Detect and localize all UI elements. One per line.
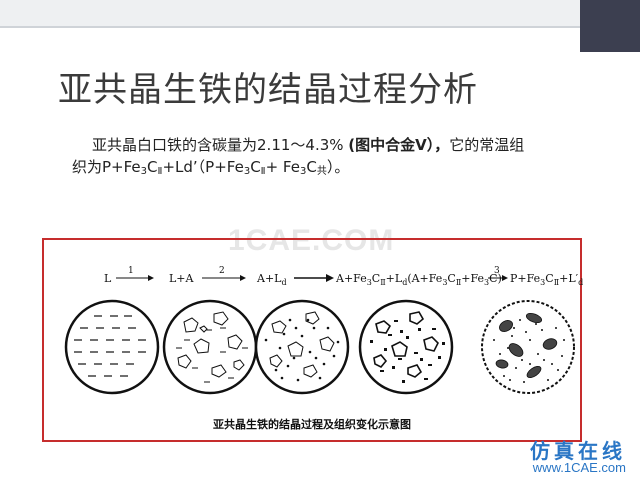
watermark-text: 1CAE.COM [228, 224, 395, 257]
para-sub: Ⅱ [260, 166, 266, 177]
arrow-2-head [240, 275, 246, 281]
s4-b: C [372, 272, 380, 285]
footer-brand: 仿真在线 [530, 439, 626, 463]
slide-title: 亚共晶生铁的结晶过程分析 [58, 70, 478, 110]
stage-label-3-sub: d [281, 278, 286, 287]
s4-subd: d [402, 278, 407, 287]
microstructure-secondary-cementite [358, 299, 454, 395]
top-band [0, 0, 580, 28]
arrow-number-1: 1 [128, 266, 134, 276]
s5-sub3: 3 [540, 278, 545, 287]
stage-label-1: L [104, 272, 112, 285]
microstructure-liquid-austenite [162, 299, 258, 395]
diagram-svg: L 1 L+A 2 A+Ld A+Fe3CⅡ+Ld(A+Fe3CⅡ+Fe3C) … [64, 266, 583, 395]
s4-d: (A+Fe [407, 272, 442, 285]
para-seg: C [147, 158, 158, 176]
stage-label-3-text: A+L [256, 272, 282, 285]
top-band-line [0, 26, 580, 28]
para-sub: 3 [243, 166, 251, 177]
para-text-2: 它的常温组 [449, 136, 525, 154]
s5-c: +L′ [559, 272, 579, 285]
para-sub: 3 [140, 166, 148, 177]
diagram-caption: 亚共晶生铁的结晶过程及组织变化示意图 [213, 418, 411, 431]
crystallization-diagram: L 1 L+A 2 A+Ld A+Fe3CⅡ+Ld(A+Fe3CⅡ+Fe3C) … [44, 240, 583, 440]
stage-label-3: A+Ld [256, 272, 287, 287]
stage-label-5: P+Fe3CⅡ+L′d [510, 272, 583, 287]
top-corner-block [580, 0, 640, 52]
footer-url: www.1CAE.com [532, 460, 626, 475]
s4-c: +L [386, 272, 403, 285]
stage-label-4: A+Fe3CⅡ+Ld(A+Fe3CⅡ+Fe3C) [335, 272, 502, 287]
s4-subII: Ⅱ [380, 278, 385, 287]
para-sub: 共 [316, 166, 327, 177]
para-bold-text: (图中合金Ⅴ）， [348, 136, 450, 154]
microstructure-austenite-ledeburite [254, 299, 350, 395]
arrow-number-2: 2 [219, 266, 225, 276]
arrow-number-3: 3 [494, 266, 500, 276]
diagram-frame [42, 238, 582, 442]
s4-a: A+Fe [335, 272, 367, 285]
s4-sub3c: 3 [484, 278, 489, 287]
s4-sub3b: 3 [442, 278, 447, 287]
microstructure-room-temperature [481, 300, 575, 394]
s4-e: C [447, 272, 455, 285]
arrow-3a-head [326, 274, 334, 282]
site-footer-logo: 仿真在线 www.1CAE.com [530, 435, 626, 475]
arrow-1-head [148, 275, 154, 281]
slide-paragraph: 亚共晶白口铁的含碳量为2.11～4.3% (图中合金Ⅴ），它的常温组 织为P+F… [72, 134, 592, 183]
s4-f: +Fe [461, 272, 484, 285]
slide-top-bar [0, 0, 640, 52]
stage-label-2: L+A [169, 272, 195, 285]
microstructure-liquid [64, 299, 160, 395]
s5-subd: d [578, 278, 583, 287]
para-seg: C [250, 158, 261, 176]
s4-subIIb: Ⅱ [456, 278, 461, 287]
para-seg: + Fe [265, 158, 300, 176]
para-sub: 3 [299, 166, 307, 177]
s5-subII: Ⅱ [554, 278, 559, 287]
para-line-2: 织为P+Fe3CⅡ+Ld’（P+Fe3CⅡ+ Fe3C共）。 [72, 156, 592, 183]
para-text-1: 亚共晶白口铁的含碳量为2.11～4.3% [92, 136, 344, 154]
s4-sub3: 3 [367, 278, 372, 287]
para-seg: 织为P+Fe [72, 158, 141, 176]
arrow-3b-head [502, 275, 508, 281]
s5-b: C [545, 272, 553, 285]
s5-a: P+Fe [510, 272, 540, 285]
para-seg: ）。 [326, 158, 350, 176]
para-seg: +Ld’（P+Fe [162, 158, 244, 176]
para-seg: C [306, 158, 317, 176]
para-sub: Ⅱ [157, 166, 163, 177]
